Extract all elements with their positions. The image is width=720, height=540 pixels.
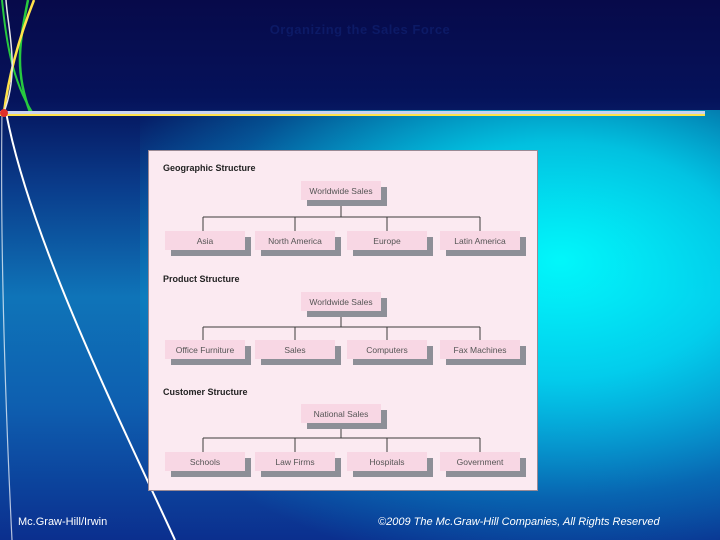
node-hospitals: Hospitals	[347, 452, 427, 471]
node-latin-america: Latin America	[440, 231, 520, 250]
footer-copyright: ©2009 The Mc.Graw-Hill Companies, All Ri…	[378, 516, 660, 528]
footer-publisher: Mc.Graw-Hill/Irwin	[18, 516, 108, 528]
node-root-customer: National Sales	[301, 404, 381, 423]
node-government: Government	[440, 452, 520, 471]
node-office-furniture: Office Furniture	[165, 340, 245, 359]
node-fax-machines: Fax Machines	[440, 340, 520, 359]
node-root-geographic: Worldwide Sales	[301, 181, 381, 200]
title-divider	[0, 109, 705, 117]
node-root-product: Worldwide Sales	[301, 292, 381, 311]
node-europe: Europe	[347, 231, 427, 250]
node-schools: Schools	[165, 452, 245, 471]
org-structure-figure: Geographic Structure Worldwide Sales Asi…	[148, 150, 538, 491]
slide-title: Organizing the Sales Force	[269, 22, 451, 37]
node-law-firms: Law Firms	[255, 452, 335, 471]
section-title-geographic: Geographic Structure	[163, 163, 256, 173]
node-sales: Sales	[255, 340, 335, 359]
section-title-product: Product Structure	[163, 274, 240, 284]
node-asia: Asia	[165, 231, 245, 250]
connector-lines	[202, 200, 481, 452]
node-north-america: North America	[255, 231, 335, 250]
section-title-customer: Customer Structure	[163, 387, 248, 397]
node-computers: Computers	[347, 340, 427, 359]
